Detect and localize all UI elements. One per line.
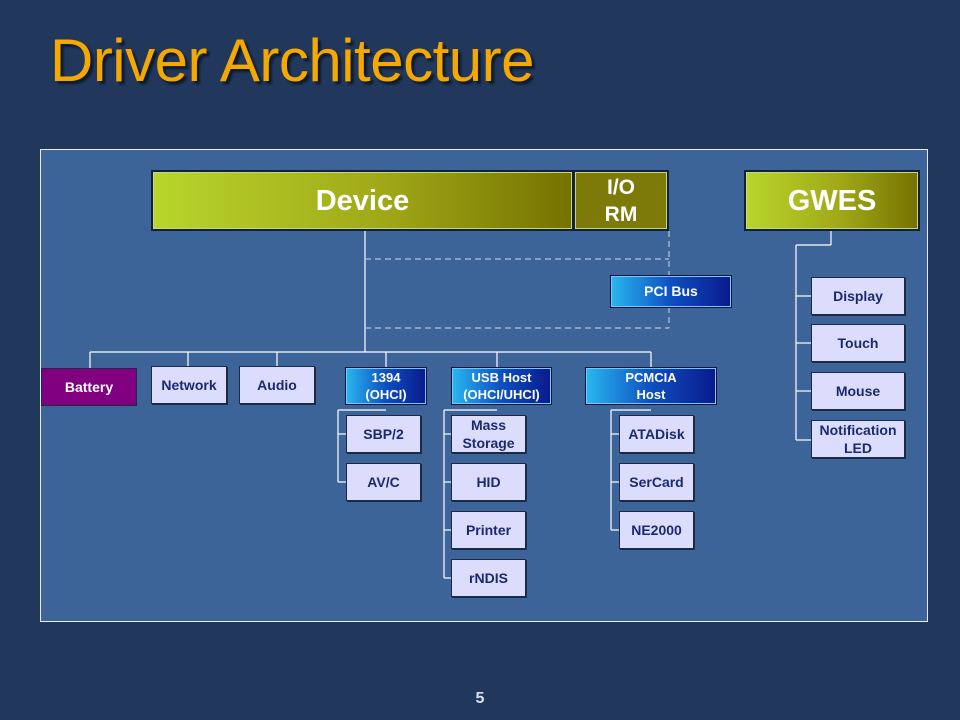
usb-host-label-line1: USB Host (471, 370, 532, 385)
usb-host-label-line2: (OHCI/UHCI) (463, 387, 540, 402)
io-rm-label-line1: I/O (606, 175, 635, 199)
hid-label: HID (476, 474, 501, 490)
sbp2-label: SBP/2 (363, 426, 404, 442)
usb-host-box: USB Host (OHCI/UHCI) (451, 367, 552, 405)
pcmcia-host-label-line2: Host (636, 387, 666, 402)
avc-box: AV/C (346, 463, 421, 501)
mass-storage-box: Mass Storage (451, 415, 526, 453)
audio-box: Audio (239, 366, 315, 404)
notification-led-label: Notification LED (819, 422, 897, 456)
hid-box: HID (451, 463, 526, 501)
display-label: Display (833, 288, 883, 304)
touch-box: Touch (811, 324, 905, 362)
ieee1394-box: 1394 (OHCI) (345, 367, 427, 405)
printer-label: Printer (465, 522, 512, 538)
sercard-box: SerCard (619, 463, 694, 501)
io-rm-label-line2: RM (604, 202, 638, 226)
battery-label: Battery (64, 379, 114, 395)
mouse-label: Mouse (835, 383, 881, 399)
sbp2-box: SBP/2 (346, 415, 421, 453)
device-label: Device (315, 184, 410, 217)
printer-box: Printer (451, 511, 526, 549)
mass-storage-label: Mass Storage (462, 417, 515, 451)
gwes-box: GWES (744, 170, 920, 231)
pci-bus-box: PCI Bus (610, 275, 732, 308)
ne2000-box: NE2000 (619, 511, 694, 549)
device-box: Device (151, 170, 574, 231)
avc-label: AV/C (367, 474, 400, 490)
battery-box: Battery (41, 368, 137, 406)
slide-title: Driver Architecture (50, 27, 534, 94)
audio-label: Audio (257, 377, 297, 393)
pcmcia-host-box: PCMCIA Host (585, 367, 717, 405)
rndis-label: rNDIS (469, 570, 508, 586)
ieee1394-label-line1: 1394 (371, 370, 401, 385)
pcmcia-host-label-line1: PCMCIA (625, 370, 677, 385)
ieee1394-label-line2: (OHCI) (365, 387, 407, 402)
display-box: Display (811, 277, 905, 315)
pci-bus-label: PCI Bus (644, 283, 698, 299)
sercard-label: SerCard (629, 474, 684, 490)
mouse-box: Mouse (811, 372, 905, 410)
ne2000-label: NE2000 (631, 522, 682, 538)
rndis-box: rNDIS (451, 559, 526, 597)
page-number: 5 (475, 690, 485, 707)
atadisk-label: ATADisk (628, 426, 685, 442)
notification-led-box: Notification LED (811, 420, 905, 458)
touch-label: Touch (837, 335, 879, 351)
io-rm-box: I/O RM (573, 170, 669, 231)
network-label: Network (161, 377, 217, 393)
gwes-label: GWES (787, 184, 877, 217)
network-box: Network (151, 366, 227, 404)
atadisk-box: ATADisk (619, 415, 694, 453)
